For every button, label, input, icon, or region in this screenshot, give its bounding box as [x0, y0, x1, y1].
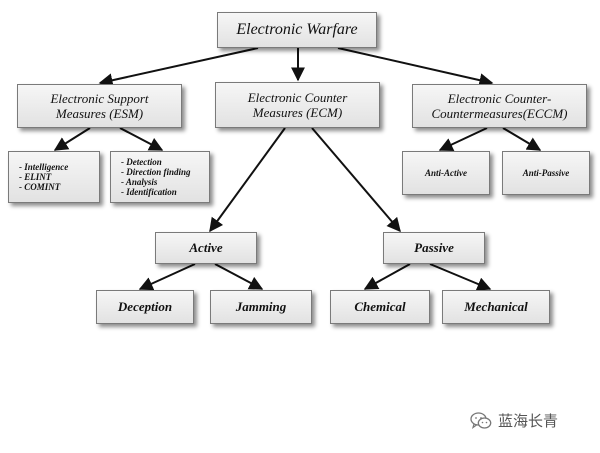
node-label-line1: Electronic Support: [50, 91, 149, 106]
node-eccm: Electronic Counter- Countermeasures(ECCM…: [412, 84, 587, 128]
node-ecm: Electronic Counter Measures (ECM): [215, 82, 380, 128]
node-label: Anti-Passive: [522, 168, 570, 178]
node-label: Deception: [117, 299, 173, 314]
arrow-root-to-esm: [98, 47, 259, 88]
node-label: Electronic Warfare: [236, 21, 358, 38]
list-item: - ELINT: [19, 172, 52, 182]
node-jamming: Jamming: [210, 290, 312, 324]
node-passive: Passive: [383, 232, 485, 264]
node-label-line2: Measures (ECM): [252, 105, 343, 120]
node-label-line2: Measures (ESM): [55, 106, 144, 121]
list-item: - Identification: [121, 187, 177, 197]
arrow-active-to-jamming: [214, 263, 264, 290]
list-item: - Intelligence: [19, 162, 69, 172]
arrow-ecm-to-active: [209, 127, 286, 233]
node-deception: Deception: [96, 290, 194, 324]
node-esm-functions: - Detection - Direction finding - Analys…: [110, 151, 210, 203]
node-label: Chemical: [354, 299, 406, 314]
node-active: Active: [155, 232, 257, 264]
node-anti-passive: Anti-Passive: [502, 151, 590, 195]
node-esm-intel: - Intelligence - ELINT - COMINT: [8, 151, 100, 203]
node-label: Anti-Active: [425, 168, 467, 178]
arrow-esm-to-intel: [53, 127, 91, 151]
node-label: Passive: [414, 240, 454, 255]
arrow-active-to-deception: [138, 263, 196, 291]
node-anti-active: Anti-Active: [402, 151, 490, 195]
node-label-line1: Electronic Counter: [247, 90, 348, 105]
list-item: - Direction finding: [121, 167, 191, 177]
arrow-esm-to-functions: [119, 127, 164, 151]
node-label: Mechanical: [464, 299, 528, 314]
watermark: 蓝海长青: [470, 410, 558, 431]
arrow-passive-to-chemical: [363, 263, 411, 290]
list-item: - COMINT: [19, 182, 61, 192]
arrow-eccm-to-antipassive: [502, 127, 542, 151]
watermark-text: 蓝海长青: [498, 412, 559, 430]
list-item: - Analysis: [121, 177, 158, 187]
node-label: Active: [189, 240, 223, 255]
node-label-line1: Electronic Counter-: [447, 91, 552, 106]
node-label: Jamming: [235, 299, 287, 314]
arrow-root-to-eccm: [337, 47, 494, 88]
arrow-eccm-to-antiactive: [438, 127, 488, 151]
node-mechanical: Mechanical: [442, 290, 550, 324]
node-electronic-warfare: Electronic Warfare: [217, 12, 377, 48]
node-label-line2: Countermeasures(ECCM): [431, 106, 568, 121]
wechat-icon: [470, 411, 492, 429]
arrow-ecm-to-passive: [311, 127, 401, 233]
node-chemical: Chemical: [330, 290, 430, 324]
list-item: - Detection: [121, 157, 162, 167]
arrow-passive-to-mechanical: [429, 263, 492, 291]
node-esm: Electronic Support Measures (ESM): [17, 84, 182, 128]
